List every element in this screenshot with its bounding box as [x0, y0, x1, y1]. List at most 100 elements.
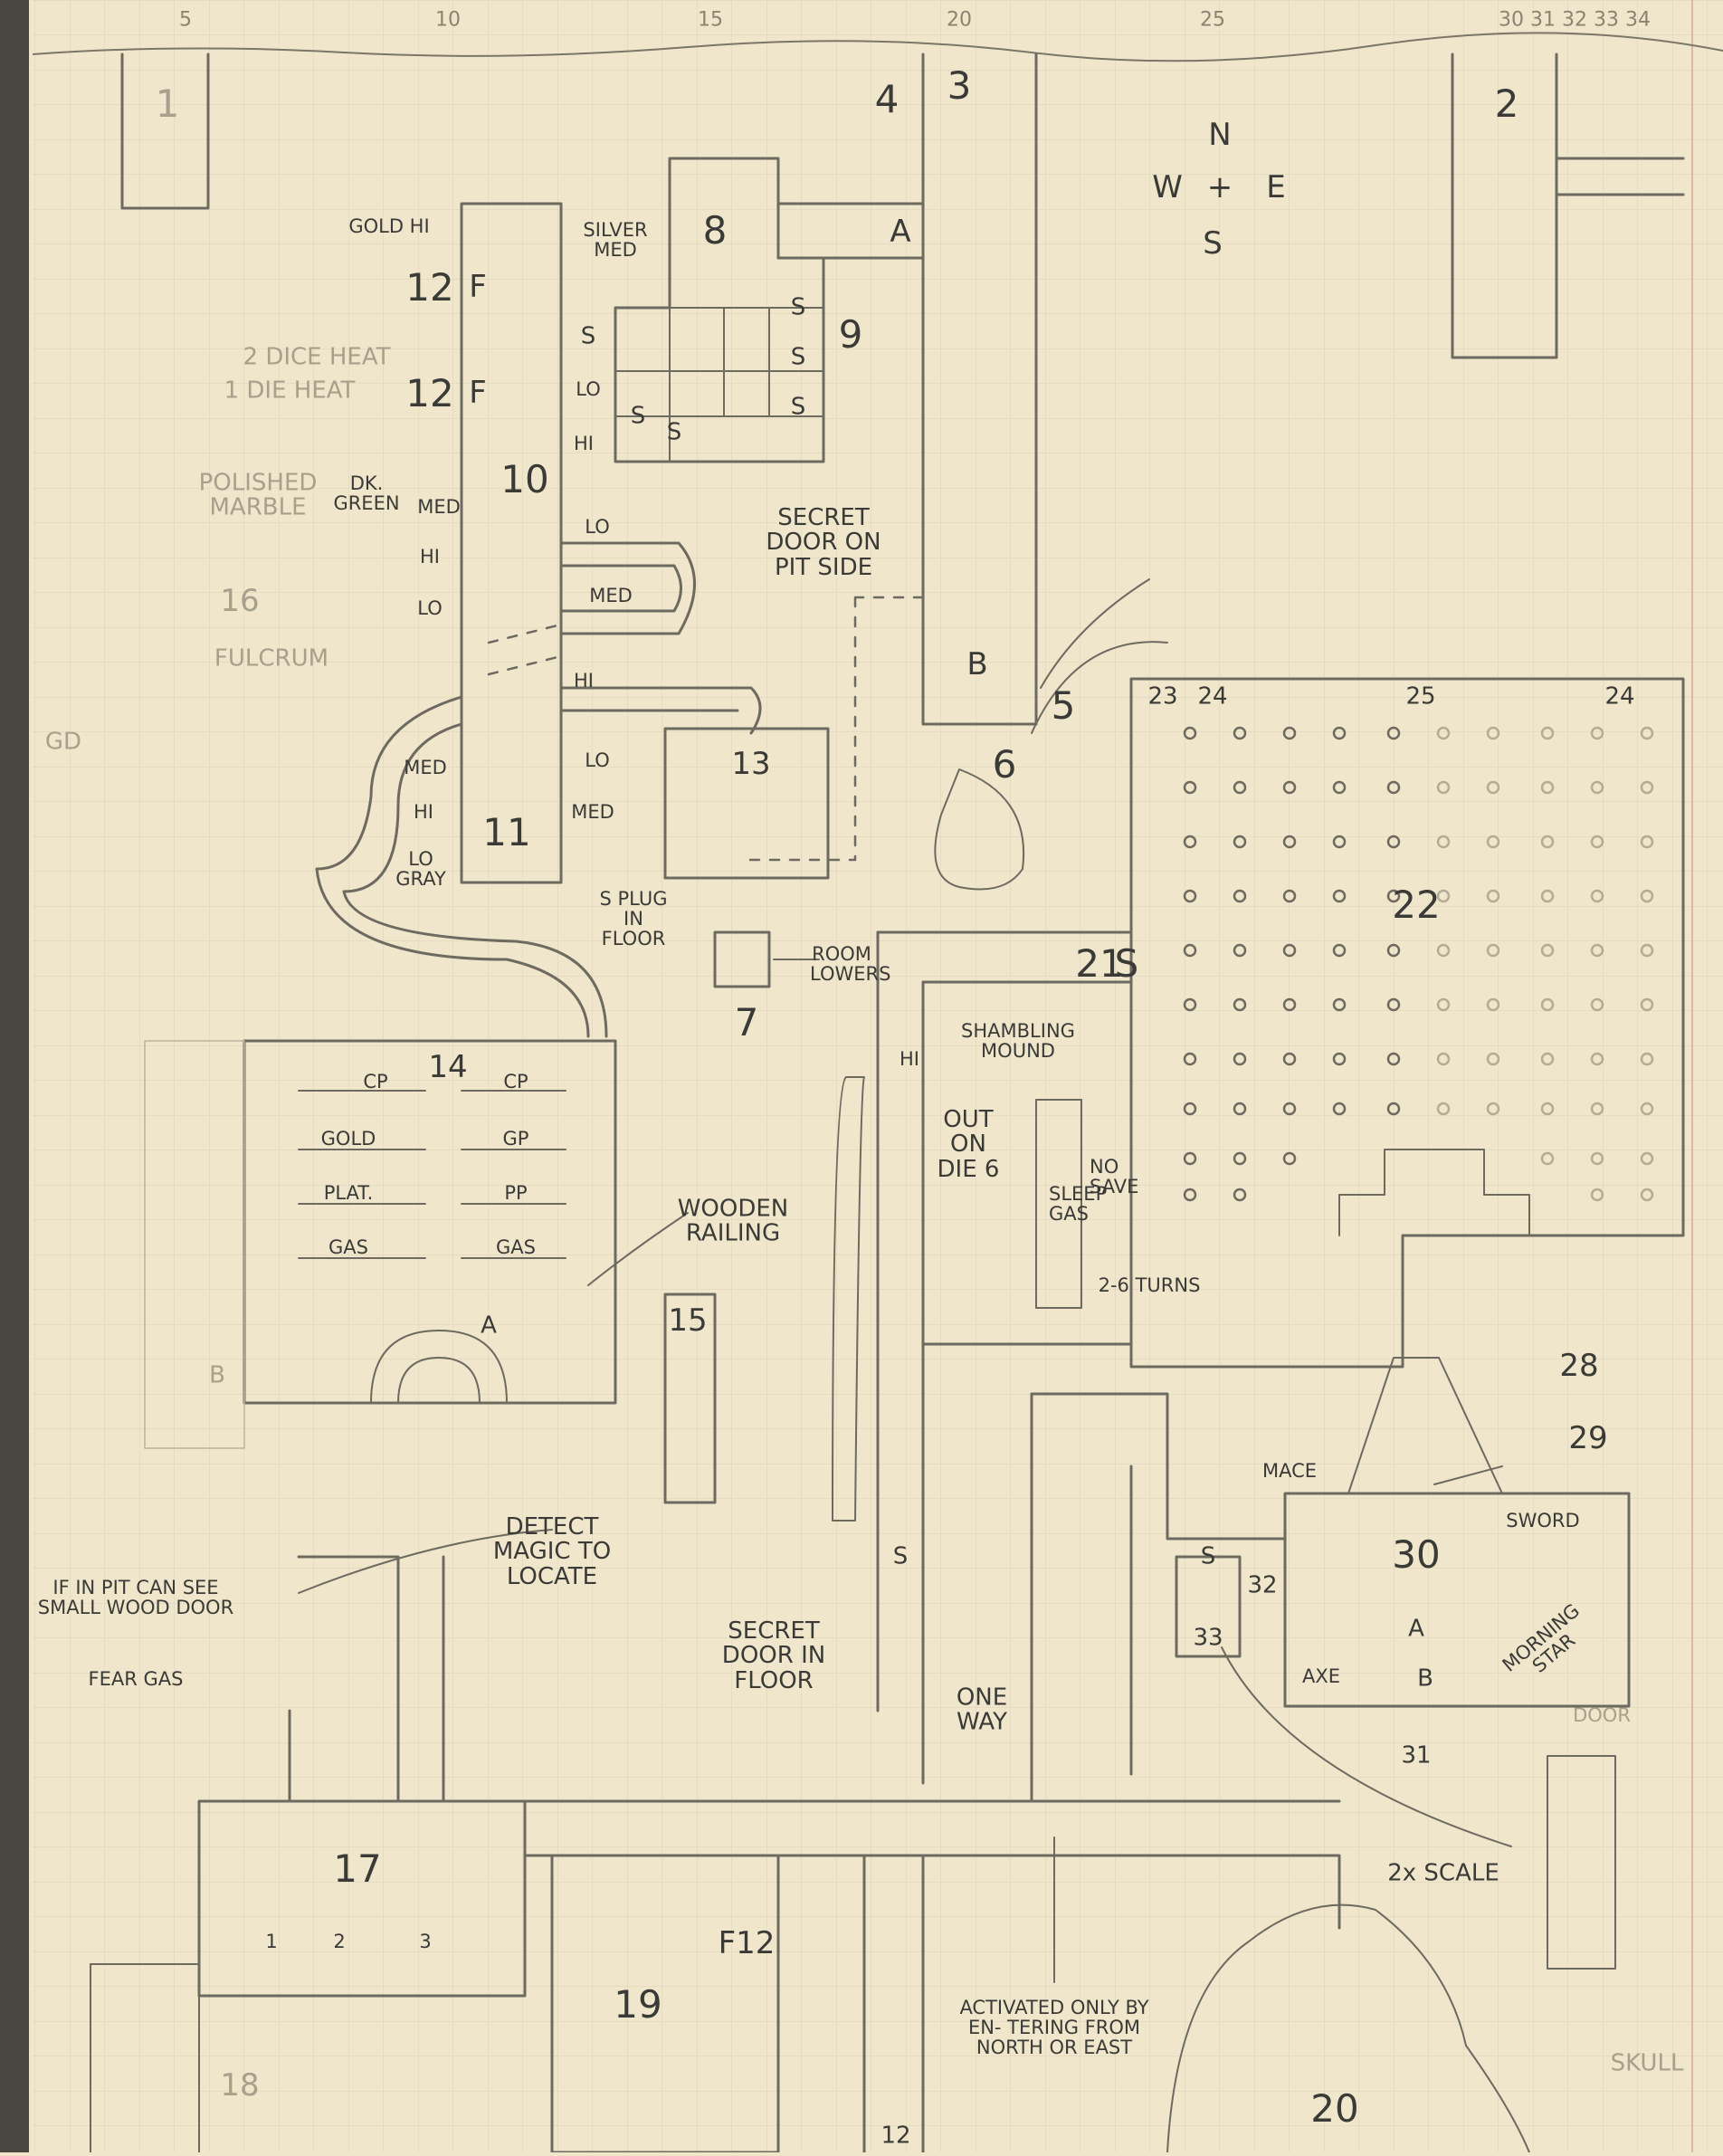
- secret-door-mark: S: [790, 393, 806, 421]
- lower-west-block: [144, 1040, 245, 1449]
- room-7-number: 7: [734, 999, 759, 1045]
- pillar: [1640, 726, 1654, 740]
- note-dk-green: DK. GREEN: [333, 472, 400, 514]
- room-21-number: 21: [1075, 940, 1124, 986]
- note-axe: AXE: [1301, 1665, 1341, 1687]
- pillar: [1282, 1102, 1297, 1116]
- pillar: [1183, 1102, 1197, 1116]
- pillar: [1332, 1052, 1347, 1066]
- pillar: [1590, 835, 1604, 849]
- notebook-binding: [0, 0, 29, 2152]
- room-30-walls: [1283, 1492, 1631, 1708]
- alcove-15-walls: [663, 1293, 717, 1504]
- ruler-30: 30 31 32 33 34: [1499, 8, 1651, 32]
- pillar: [1640, 943, 1654, 958]
- note-silver-med: SILVER MED: [583, 218, 648, 261]
- circle-number: 1: [265, 1930, 278, 1952]
- level-mark: MED: [404, 756, 447, 778]
- pillar: [1332, 943, 1347, 958]
- level-mark: HI: [414, 800, 433, 823]
- note-sword: SWORD: [1506, 1509, 1580, 1531]
- pillar: [1183, 943, 1197, 958]
- secret-door-mark: S: [790, 293, 806, 321]
- vault-label: CP: [363, 1070, 388, 1092]
- level-mark: HI: [574, 432, 594, 454]
- pillar: [1436, 943, 1451, 958]
- pillar: [1590, 943, 1604, 958]
- room-33-number: 33: [1193, 1624, 1223, 1652]
- pillar: [1436, 1052, 1451, 1066]
- corridor-a-letter: A: [890, 214, 911, 251]
- pillar: [1183, 726, 1197, 740]
- note-wooden-railing: WOODEN RAILING: [677, 1195, 789, 1247]
- arrow-railing: [587, 1212, 689, 1286]
- pillar: [1332, 997, 1347, 1012]
- pillar: [1486, 1052, 1500, 1066]
- pillar: [1640, 1052, 1654, 1066]
- room-16-number: 16: [220, 583, 260, 620]
- note-mace: MACE: [1261, 1459, 1318, 1482]
- pillar: [1486, 780, 1500, 795]
- note-skull: SKULL: [1610, 2049, 1684, 2077]
- pillar: [1640, 889, 1654, 903]
- pillar: [1590, 1188, 1604, 1202]
- room-23-number: 23: [1147, 682, 1178, 711]
- winding-passage: [315, 695, 608, 1038]
- room-17-walls: [197, 1799, 527, 1998]
- pillar: [1332, 889, 1347, 903]
- pillar: [1282, 997, 1297, 1012]
- room-25-number: 25: [1405, 682, 1436, 711]
- note-one-way: ONE WAY: [956, 1684, 1008, 1736]
- note-lo-gray: LO GRAY: [395, 847, 446, 890]
- room-6-number: 6: [992, 741, 1017, 787]
- note-fear-gas: FEAR GAS: [88, 1667, 184, 1690]
- room-2-number: 2: [1494, 81, 1519, 126]
- pillar: [1640, 1188, 1654, 1202]
- pillar: [1590, 997, 1604, 1012]
- pillar: [1436, 889, 1451, 903]
- pillar: [1386, 1102, 1401, 1116]
- pillar: [1282, 726, 1297, 740]
- ruler-25: 25: [1200, 8, 1225, 32]
- pillar: [1640, 997, 1654, 1012]
- secret-door-mark: S: [666, 418, 682, 446]
- vault-label: GOLD: [320, 1127, 376, 1150]
- note-gold-hi: GOLD HI: [348, 215, 430, 237]
- pillar: [1486, 943, 1500, 958]
- room-3-number: 3: [947, 62, 972, 108]
- room-14-b-letter: B: [209, 1361, 225, 1389]
- secret-door-21: S: [1114, 940, 1139, 986]
- arrow-5-to-22: [1031, 641, 1168, 734]
- scaled-room: [1547, 1755, 1616, 1970]
- level-mark: LO: [417, 596, 443, 619]
- pillar: [1540, 835, 1555, 849]
- pillar: [1590, 1151, 1604, 1166]
- room-19-number: 19: [614, 1981, 662, 2027]
- compass-cross: +: [1206, 169, 1233, 206]
- level-mark: HI: [574, 669, 594, 692]
- note-f12: F12: [718, 1925, 776, 1962]
- pillar: [1233, 835, 1247, 849]
- note-out-on-die: OUT ON DIE 6: [937, 1106, 1000, 1183]
- compass-n: N: [1208, 117, 1232, 154]
- pillar: [1233, 943, 1247, 958]
- pillar: [1233, 1052, 1247, 1066]
- room-2-walls: [1451, 52, 1558, 359]
- note-room-lowers: ROOM LOWERS: [810, 942, 891, 985]
- circle-number: 3: [419, 1930, 432, 1952]
- level-mark: MED: [589, 584, 633, 606]
- pillar: [1386, 1052, 1401, 1066]
- room-28-number: 28: [1559, 1348, 1599, 1385]
- pillar: [1540, 889, 1555, 903]
- u-passage: [559, 541, 696, 635]
- room-15-number: 15: [668, 1302, 708, 1340]
- room-9-number: 9: [838, 311, 863, 357]
- ruler-10: 10: [435, 8, 461, 32]
- pillar: [1486, 997, 1500, 1012]
- room-8-number: 8: [702, 207, 728, 253]
- vault-label: CP: [503, 1070, 528, 1092]
- secret-door-mark: S: [630, 402, 646, 430]
- level-mark: LO: [585, 515, 610, 538]
- note-sleep-gas: SLEEP GAS: [1049, 1184, 1107, 1225]
- room-22-number: 22: [1392, 882, 1441, 927]
